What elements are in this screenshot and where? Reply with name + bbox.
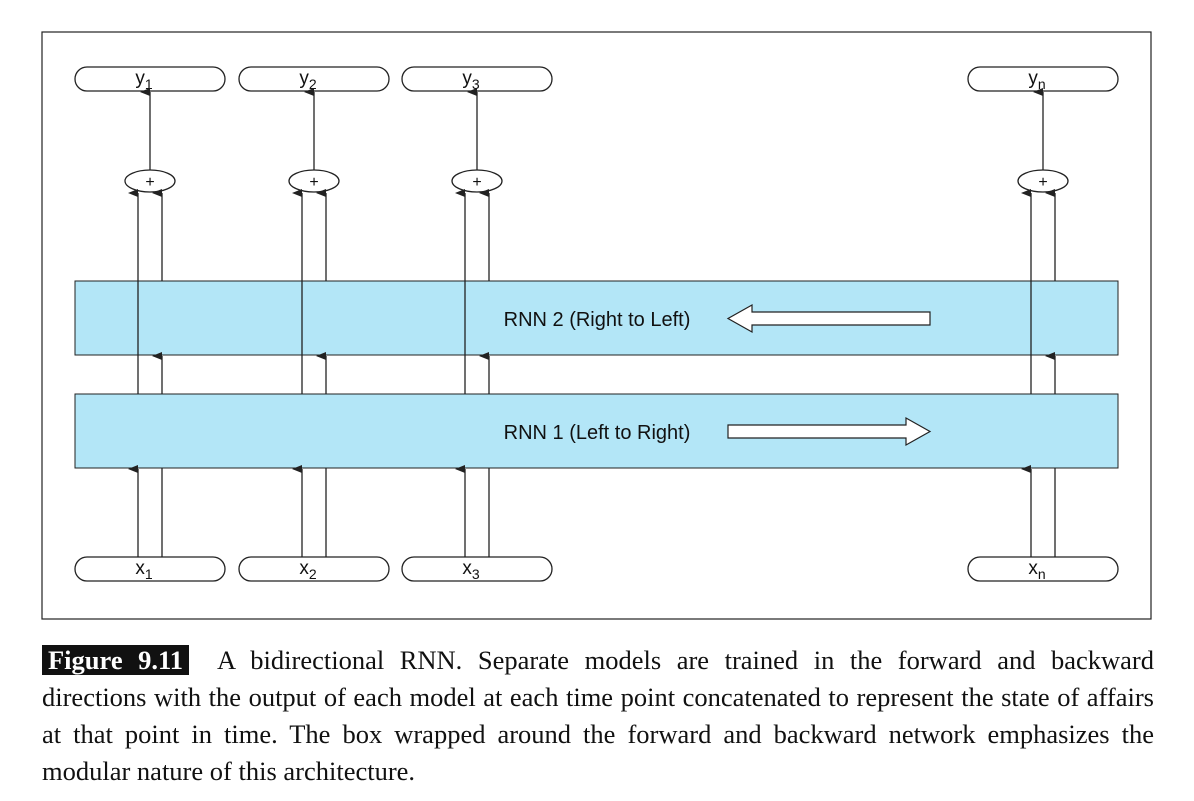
- input-node-x1: [74, 556, 226, 582]
- left-direction-arrow: [726, 303, 931, 334]
- caption-text: A bidirectional RNN. Separate models are…: [42, 645, 1154, 786]
- input-node-x3: [401, 556, 553, 582]
- output-label-y2: y2: [299, 68, 317, 92]
- output-node-y2: [238, 66, 390, 92]
- input-label-x2: x2: [299, 558, 317, 582]
- rnn1-layer: [74, 393, 1119, 469]
- rnn1-label: RNN 1 (Left to Right): [504, 422, 691, 444]
- output-label-y3: y3: [462, 68, 480, 92]
- rnn2-layer: [74, 280, 1119, 356]
- input-node-xn: [967, 556, 1119, 582]
- right-direction-arrow: [727, 416, 932, 447]
- output-node-y1: [74, 66, 226, 92]
- combine-symbol: +: [472, 174, 481, 191]
- combine-symbol: +: [309, 174, 318, 191]
- input-label-x1: x1: [135, 558, 153, 582]
- rnn2-label: RNN 2 (Right to Left): [504, 309, 691, 331]
- output-label-y1: y1: [135, 68, 153, 92]
- outer-frame: [41, 31, 1152, 620]
- bidirectional-rnn-diagram: RNN 2 (Right to Left) RNN 1 (Left to Rig…: [41, 31, 1152, 620]
- figure-label: Figure 9.11: [42, 645, 190, 675]
- combine-symbol: +: [145, 174, 154, 191]
- input-label-xn: xn: [1028, 558, 1045, 582]
- output-node-y3: [401, 66, 553, 92]
- input-label-x3: x3: [462, 558, 480, 582]
- input-node-x2: [238, 556, 390, 582]
- combine-symbol: +: [1038, 174, 1047, 191]
- output-label-yn: yn: [1028, 68, 1045, 92]
- output-node-yn: [967, 66, 1119, 92]
